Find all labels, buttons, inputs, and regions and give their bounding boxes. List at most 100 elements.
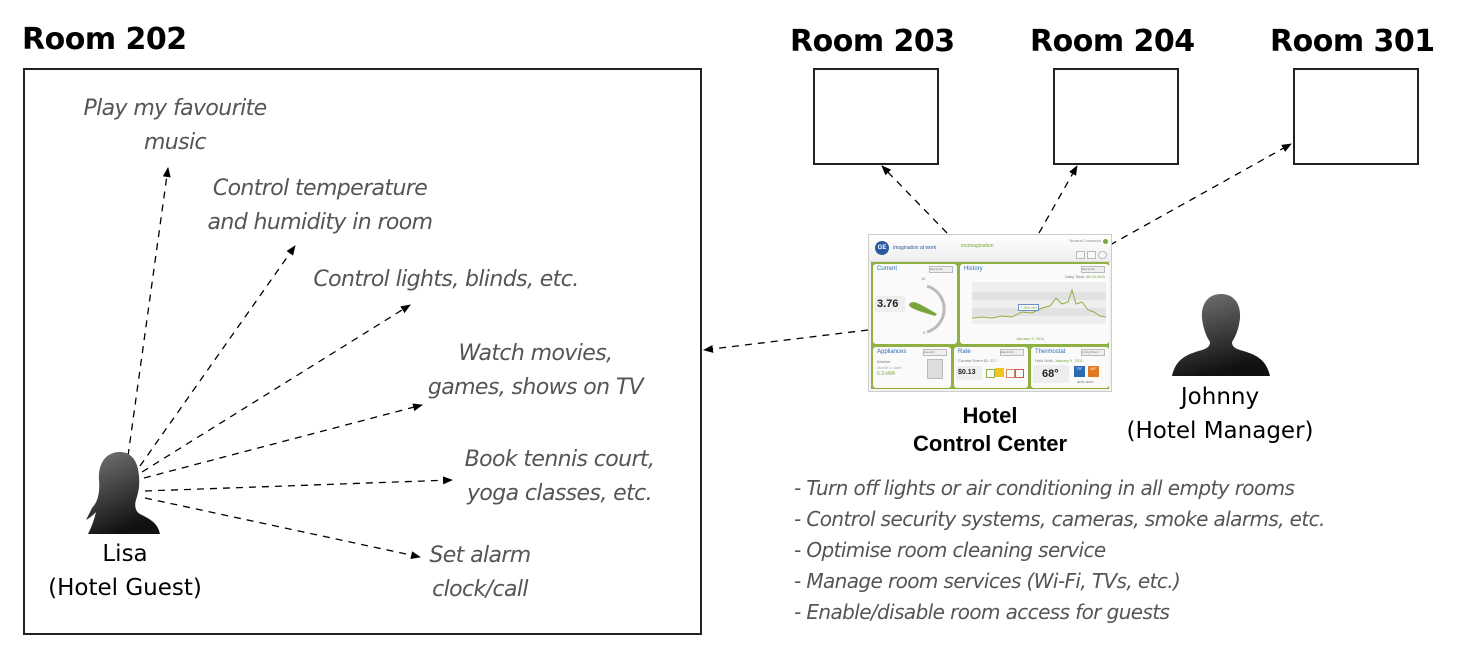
- connection-dot-icon: [1103, 239, 1108, 244]
- thermostat-panel: Thermostat Living Room Hold Until: Janua…: [1031, 347, 1109, 388]
- users-icon[interactable]: [1087, 251, 1096, 259]
- daily-total: Daily Total: 46.24 kWh: [1065, 274, 1105, 279]
- action-music-line2: music: [143, 130, 207, 155]
- action-tv-line2: games, shows on TV: [427, 375, 644, 400]
- rate-tier-critical: [1015, 369, 1024, 378]
- manager-task-list: - Turn off lights or air conditioning in…: [794, 473, 1325, 628]
- room-301-title: Room 301: [1270, 24, 1435, 59]
- action-alarm: Set alarm clock/call: [420, 539, 540, 607]
- current-dropdown[interactable]: Electricity: [929, 266, 953, 273]
- action-alarm-line2: clock/call: [432, 577, 528, 602]
- current-dropdown-value: Electricity: [930, 267, 943, 271]
- control-center-label-line2: Control Center: [913, 431, 1067, 456]
- history-date-selector[interactable]: January 9, 2011: [1016, 336, 1044, 341]
- thermostat-hold: Hold Until: January 9, 2011: [1035, 358, 1083, 363]
- settings-gear-icon[interactable]: [1098, 251, 1107, 259]
- rate-event-id: 227: [990, 358, 997, 363]
- appliances-panel: Appliances Laundry Washer Month to date:…: [873, 347, 951, 388]
- dashboard-panels: Current Electricity 10 5 0 3.76 History …: [871, 262, 1109, 389]
- thermostat-dropdown[interactable]: Living Room: [1081, 349, 1105, 356]
- dashboard-header: GE imagination at work ecomagination Nuc…: [869, 235, 1111, 262]
- action-temperature: Control temperature and humidity in room: [195, 172, 445, 240]
- arrow-to-room-202: [703, 329, 869, 353]
- connection-status: Nucleus Connection: [1069, 239, 1101, 243]
- female-user-silhouette-icon: [86, 452, 160, 534]
- rate-event-label: Current Event ID:: [958, 358, 989, 363]
- appliance-mtd-label: Month to date:: [877, 365, 903, 370]
- appliance-device: Washer: [877, 359, 891, 364]
- rate-event: Current Event ID: 227: [958, 358, 997, 363]
- room-204-title: Room 204: [1030, 24, 1195, 59]
- action-tennis: Book tennis court, yoga classes, etc.: [452, 443, 667, 511]
- history-date: January 9, 2011: [1016, 336, 1045, 341]
- heat-setpoint-button[interactable]: 60°: [1088, 366, 1099, 377]
- current-title: Current: [877, 266, 898, 272]
- room-204-box: [1053, 68, 1179, 165]
- thermostat-dropdown-value: Living Room: [1082, 350, 1099, 354]
- history-tooltip: 7.350 kW: [1018, 304, 1039, 311]
- rate-dropdown[interactable]: Electricity: [1000, 349, 1024, 356]
- current-panel: Current Electricity 10 5 0 3.76: [873, 264, 957, 344]
- hold-label: Hold Until:: [1035, 358, 1054, 363]
- fan-value: auto: [1085, 379, 1094, 384]
- manager-task: - Control security systems, cameras, smo…: [794, 507, 1325, 531]
- rate-tier-mid: [995, 368, 1004, 377]
- appliances-dropdown-value: Laundry: [924, 350, 935, 354]
- guest-role: (Hotel Guest): [48, 575, 202, 601]
- action-tennis-line2: yoga classes, etc.: [467, 481, 653, 506]
- control-center-label-line1: Hotel: [962, 403, 1018, 428]
- report-icon[interactable]: [1076, 251, 1085, 259]
- daily-total-value: 46.24 kWh: [1085, 274, 1105, 279]
- rate-dropdown-value: Electricity: [1001, 350, 1014, 354]
- action-temperature-line1: Control temperature: [212, 176, 428, 201]
- hold-until: January 9, 2011: [1054, 358, 1083, 363]
- room-203-box: [813, 68, 939, 165]
- room-301-box: [1293, 68, 1419, 165]
- manager-role: (Hotel Manager): [1126, 418, 1314, 444]
- gauge-max: 10: [921, 276, 926, 281]
- action-lights: Control lights, blinds, etc.: [306, 263, 586, 297]
- thermostat-title: Thermostat: [1035, 349, 1066, 355]
- rate-value: $0.13: [958, 369, 976, 376]
- current-readout: 3.76: [875, 296, 905, 312]
- rate-tier-high: [1006, 369, 1015, 378]
- appliances-dropdown[interactable]: Laundry: [923, 349, 947, 356]
- room-202-title: Room 202: [22, 22, 187, 57]
- action-tv: Watch movies, games, shows on TV: [418, 337, 653, 405]
- history-line-chart: [972, 282, 1106, 324]
- appliances-title: Appliances: [877, 349, 907, 355]
- washer-icon: [927, 359, 943, 379]
- mode-value: auto: [1077, 379, 1085, 384]
- room-203-title: Room 203: [790, 24, 955, 59]
- ge-logo-icon: GE: [875, 241, 889, 255]
- manager-task: - Enable/disable room access for guests: [794, 600, 1170, 624]
- action-temperature-line2: and humidity in room: [207, 210, 434, 235]
- rate-panel: Rate Electricity Current Event ID: 227 $…: [954, 347, 1028, 388]
- gauge-min: 0: [923, 330, 926, 335]
- cool-setpoint-button[interactable]: 70°: [1074, 366, 1085, 377]
- male-user-silhouette-icon: [1172, 294, 1270, 376]
- action-lights-line1: Control lights, blinds, etc.: [313, 267, 579, 292]
- history-tooltip-value: 7.350 kW: [1020, 305, 1037, 310]
- action-music: Play my favourite music: [60, 92, 290, 160]
- history-dropdown-value: Electricity: [1082, 267, 1095, 271]
- action-tennis-line1: Book tennis court,: [464, 447, 655, 472]
- thermostat-readout: 68°: [1033, 365, 1069, 383]
- thermostat-mode: auto auto: [1077, 379, 1094, 384]
- action-music-line1: Play my favourite: [83, 96, 267, 121]
- guest-label: Lisa (Hotel Guest): [30, 537, 220, 605]
- rate-readout: $0.13: [956, 366, 982, 380]
- rate-title: Rate: [958, 349, 971, 355]
- arrow-to-room-204: [1038, 165, 1078, 234]
- history-dropdown[interactable]: Electricity: [1081, 266, 1105, 273]
- heat-setpoint: 60°: [1090, 366, 1097, 371]
- guest-name: Lisa: [102, 541, 148, 567]
- gauge-needle-icon: [909, 284, 946, 334]
- history-title: History: [964, 266, 983, 272]
- eco-logo: ecomagination: [961, 243, 994, 249]
- action-alarm-line1: Set alarm: [429, 543, 531, 568]
- history-panel: History Electricity Daily Total: 46.24 k…: [960, 264, 1109, 344]
- brand-tagline: imagination at work: [893, 245, 937, 251]
- action-tv-line1: Watch movies,: [458, 341, 614, 366]
- hotel-control-dashboard[interactable]: GE imagination at work ecomagination Nuc…: [868, 234, 1112, 392]
